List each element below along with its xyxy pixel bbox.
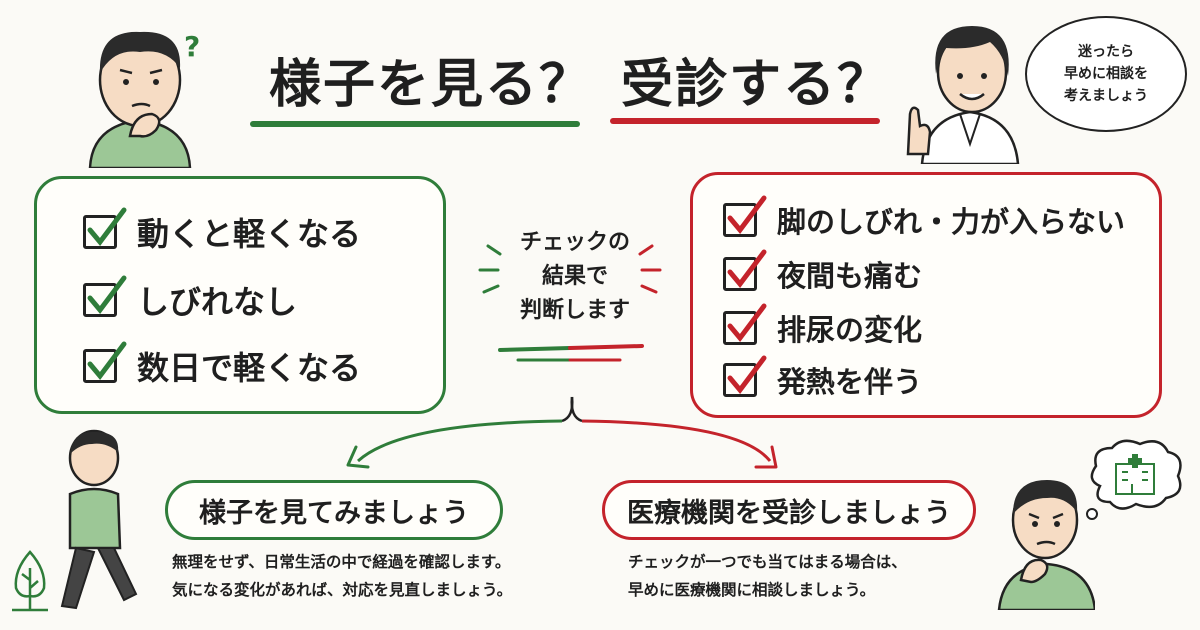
tree-icon: [12, 550, 48, 612]
consult-criterion: 脚のしびれ・力が入らない: [723, 195, 1126, 241]
consult-desc-line-2: 早めに医療機関に相談しましょう。: [628, 581, 876, 599]
watch-desc-line-2: 気になる変化があれば、対応を見直しましょう。: [172, 581, 513, 599]
consult-criterion: 排尿の変化: [723, 303, 923, 349]
consult-criterion: 発熱を伴う: [723, 355, 923, 401]
consult-criterion-label: 脚のしびれ・力が入らない: [777, 205, 1126, 239]
watch-desc-line-1: 無理をせず、日常生活の中で経過を確認します。: [172, 553, 511, 571]
doctor-illustration: [906, 26, 1020, 164]
title-part-consult: 受診する？: [621, 54, 892, 115]
checkbox-checked-icon: [723, 303, 767, 345]
watch-outcome-badge: 様子を見てみましょう: [165, 480, 503, 540]
title-underline-green: [250, 121, 580, 127]
consult-criterion-label: 発熱を伴う: [777, 365, 923, 399]
consult-criteria-box: 脚のしびれ・力が入らない 夜間も痛む 排尿の変化 発熱を伴う: [690, 172, 1162, 418]
title-part-watch: 様子を見る？: [268, 54, 593, 115]
branch-arrows: [346, 396, 778, 469]
center-line-1: チェックの: [519, 230, 630, 255]
checkbox-checked-icon: [723, 195, 767, 237]
consult-criterion-label: 排尿の変化: [777, 313, 923, 347]
thought-bubble-hospital: [1086, 439, 1182, 520]
center-decoration: [478, 244, 662, 362]
bubble-line-2: 早めに相談を: [1064, 66, 1148, 82]
doctor-speech-bubble: 迷ったら 早めに相談を 考えましょう: [1025, 16, 1187, 132]
watch-outcome-description: 無理をせず、日常生活の中で経過を確認します。 気になる変化があれば、対応を見直し…: [172, 548, 512, 604]
center-label: チェックの 結果で 判断します: [490, 226, 660, 328]
checkbox-checked-icon: [723, 355, 767, 397]
center-line-3: 判断します: [519, 298, 630, 323]
bubble-line-1: 迷ったら: [1078, 44, 1134, 60]
watch-criterion-label: 動くと軽くなる: [137, 215, 362, 253]
watch-criterion-label: しびれなし: [137, 283, 298, 321]
watch-criteria-box: 動くと軽くなる しびれなし 数日で軽くなる: [34, 176, 446, 414]
watch-criterion: 動くと軽くなる: [83, 207, 362, 255]
checkbox-checked-icon: [83, 341, 127, 383]
consult-criterion: 夜間も痛む: [723, 249, 923, 295]
question-mark: ?: [184, 30, 201, 63]
consult-desc-line-1: チェックが一つでも当てはまる場合は、: [628, 553, 907, 571]
walking-man-illustration: [60, 429, 138, 610]
consult-criterion-label: 夜間も痛む: [777, 259, 923, 293]
center-line-2: 結果で: [541, 264, 608, 289]
page-title: 様子を見る？ 受診する？: [230, 44, 930, 115]
watch-criterion-label: 数日で軽くなる: [137, 349, 362, 387]
worried-man-illustration: [997, 480, 1095, 610]
checkbox-checked-icon: [83, 207, 127, 249]
watch-criterion: 数日で軽くなる: [83, 341, 362, 389]
thinking-man-illustration: [88, 31, 192, 168]
checkbox-checked-icon: [723, 249, 767, 291]
checkbox-checked-icon: [83, 275, 127, 317]
consult-outcome-badge: 医療機関を受診しましょう: [602, 480, 976, 540]
watch-criterion: しびれなし: [83, 275, 298, 323]
consult-outcome-description: チェックが一つでも当てはまる場合は、 早めに医療機関に相談しましょう。: [628, 548, 907, 604]
title-underline-red: [610, 118, 880, 124]
bubble-line-3: 考えましょう: [1064, 88, 1148, 104]
